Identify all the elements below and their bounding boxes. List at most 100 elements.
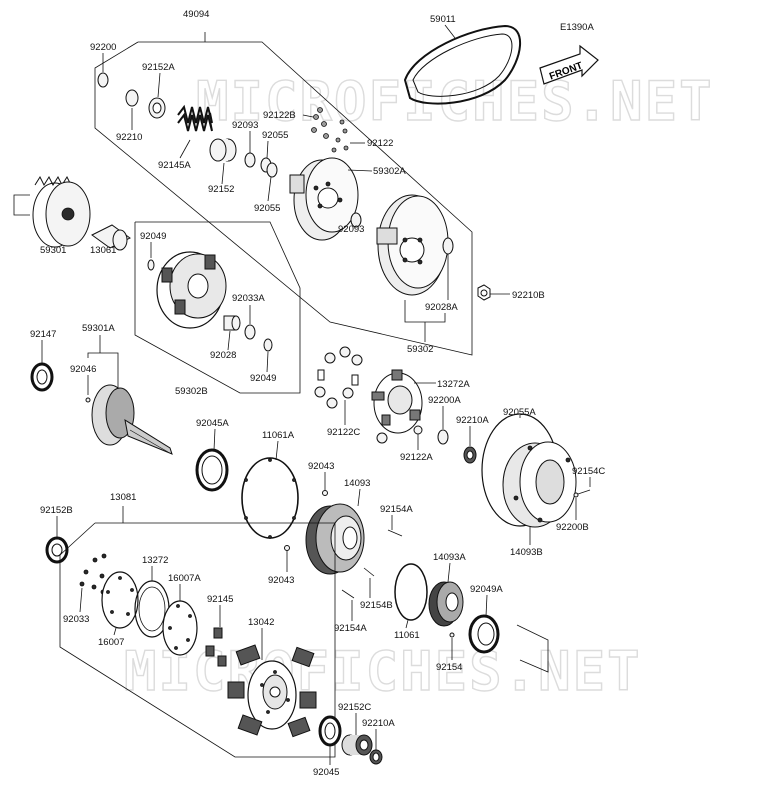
label-92093-upper: 92093: [232, 120, 258, 131]
label-92046: 92046: [70, 364, 96, 375]
label-92154: 92154: [436, 662, 462, 673]
label-92152: 92152: [208, 184, 234, 195]
label-92049-lower: 92049: [250, 373, 276, 384]
nut-92210A-upper: [463, 446, 477, 464]
label-92028: 92028: [210, 350, 236, 361]
kit-frame-13081: [59, 522, 336, 758]
bushing-92028A: [442, 237, 454, 255]
label-59302A: 59302A: [373, 166, 406, 177]
label-49094: 49094: [183, 9, 209, 20]
label-92045: 92045: [313, 767, 339, 778]
bushing-92152C: [341, 734, 373, 756]
label-92049A: 92049A: [470, 584, 503, 595]
drive-belt: [403, 24, 521, 105]
label-92055A: 92055A: [503, 407, 536, 418]
label-13272: 13272: [142, 555, 168, 566]
gasket-11061A: [241, 457, 299, 539]
label-92210A-lower: 92210A: [362, 718, 395, 729]
label-92145: 92145: [207, 594, 233, 605]
washer-92200A: [437, 429, 449, 445]
label-59301: 59301: [40, 245, 66, 256]
rollers-92122B: [311, 107, 329, 139]
seal-92045A: [195, 448, 229, 492]
nut-92210B: [477, 284, 491, 301]
label-59302: 59302: [407, 344, 433, 355]
pins-92033: [79, 553, 107, 595]
pin-92043-upper: [322, 490, 328, 496]
springs-92145: [205, 627, 227, 667]
label-92055-upper: 92055: [262, 130, 288, 141]
seal-92049A: [468, 614, 500, 654]
label-92033A: 92033A: [232, 293, 265, 304]
bolt-92154: [449, 632, 455, 638]
label-92210A-upper: 92210A: [456, 415, 489, 426]
washer-92200: [97, 72, 109, 88]
kit-frame-49094: [94, 41, 473, 356]
label-92200A: 92200A: [428, 395, 461, 406]
rollers-92122C: [314, 346, 363, 409]
sheave-59302A: [289, 157, 359, 241]
label-14093A: 14093A: [433, 552, 466, 563]
cover-14093A: [428, 581, 464, 627]
pin-92046: [85, 397, 91, 403]
pin-92043-lower: [284, 545, 290, 551]
label-92045A: 92045A: [196, 418, 229, 429]
label-13042: 13042: [248, 617, 274, 628]
front-arrow-icon: FRONT: [539, 44, 599, 85]
label-92043-lower: 92043: [268, 575, 294, 586]
washer-92210: [125, 89, 139, 107]
oring-92055-lower: [266, 162, 278, 178]
label-92200B: 92200B: [556, 522, 589, 533]
label-92152B: 92152B: [40, 505, 73, 516]
label-59302B: 59302B: [175, 386, 208, 397]
rollers-92122: [331, 119, 349, 153]
oring-92093-lower: [350, 212, 362, 228]
nut-92210A-lower: [369, 749, 383, 765]
label-92200: 92200: [90, 42, 116, 53]
label-14093B: 14093B: [510, 547, 543, 558]
label-92049-upper: 92049: [140, 231, 166, 242]
label-92152C: 92152C: [338, 702, 371, 713]
label-92154B: 92154B: [360, 600, 393, 611]
label-92122B: 92122B: [263, 110, 296, 121]
label-92122: 92122: [367, 138, 393, 149]
gasket-11061: [394, 563, 428, 621]
bushing-92028: [223, 315, 241, 331]
clutch-hub-13042: [227, 644, 317, 738]
label-11061: 11061: [394, 630, 420, 641]
plate-16007A: [162, 600, 198, 656]
watermark-bottom: MICROFICHES.NET: [124, 640, 642, 703]
bushing-92152B: [45, 536, 69, 564]
label-16007: 16007: [98, 637, 124, 648]
label-13081: 13081: [110, 492, 136, 503]
spider-assembly: [156, 251, 227, 329]
label-92043-upper: 92043: [308, 461, 334, 472]
label-92154A-lower: 92154A: [334, 623, 367, 634]
spring-92145A: [177, 104, 213, 132]
cover-14093B: [502, 441, 577, 528]
label-13061: 13061: [90, 245, 116, 256]
label-92055-lower: 92055: [254, 203, 280, 214]
oring-92093-upper: [244, 152, 256, 168]
label-92122C: 92122C: [327, 427, 360, 438]
label-92028A: 92028A: [425, 302, 458, 313]
clutch-spider-13272A: [371, 369, 423, 444]
label-92147: 92147: [30, 329, 56, 340]
drive-shaft-59301A: [91, 384, 173, 455]
seal-92147: [30, 362, 54, 392]
collar-92152: [209, 138, 237, 162]
label-92152A: 92152A: [142, 62, 175, 73]
bolt-92154A-lower: [341, 589, 355, 599]
label-14093: 14093: [344, 478, 370, 489]
pin-92049-lower: [263, 338, 273, 352]
drive-pulley-59301: [13, 175, 91, 248]
sheave-59302: [376, 194, 449, 296]
label-11061A: 11061A: [262, 430, 295, 441]
diagram-code: E1390A: [560, 22, 594, 33]
label-92154A-upper: 92154A: [380, 504, 413, 515]
label-92145A: 92145A: [158, 160, 191, 171]
label-13272A: 13272A: [437, 379, 470, 390]
screw-92154C: [577, 489, 591, 495]
label-92093-lower: 92093: [338, 224, 364, 235]
